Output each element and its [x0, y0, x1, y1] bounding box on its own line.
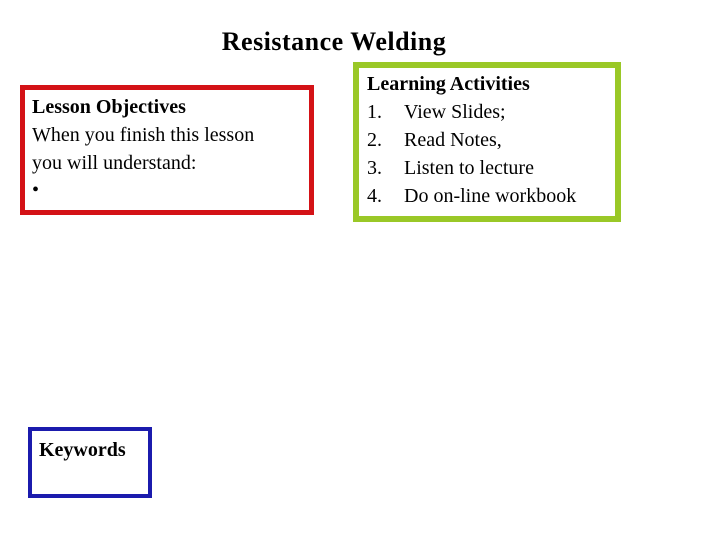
activity-label: Do on-line workbook: [404, 185, 577, 207]
activity-item: 3. Listen to lecture: [367, 154, 609, 182]
activities-heading: Learning Activities: [367, 73, 530, 95]
activity-number: 4.: [367, 185, 382, 207]
activity-number: 3.: [367, 157, 382, 179]
activity-label: Read Notes,: [404, 129, 502, 151]
activity-number: 2.: [367, 129, 382, 151]
activity-label: Listen to lecture: [404, 157, 534, 179]
activity-number: 1.: [367, 101, 382, 123]
activity-label: View Slides;: [404, 101, 506, 123]
activity-item: 4. Do on-line workbook: [367, 182, 609, 210]
slide-title: Resistance Welding: [221, 27, 447, 56]
keywords-heading: Keywords: [39, 439, 126, 461]
keywords-box: Keywords: [28, 427, 152, 498]
activity-item: 1. View Slides;: [367, 98, 609, 126]
objectives-line: When you finish this lesson: [32, 124, 255, 146]
objectives-bullet: •: [32, 179, 40, 201]
lesson-objectives-box: Lesson Objectives When you finish this l…: [20, 85, 314, 215]
activity-item: 2. Read Notes,: [367, 126, 609, 154]
objectives-heading: Lesson Objectives: [32, 96, 186, 118]
learning-activities-box: Learning Activities 1. View Slides; 2. R…: [353, 62, 621, 222]
objectives-line: you will understand:: [32, 152, 197, 174]
